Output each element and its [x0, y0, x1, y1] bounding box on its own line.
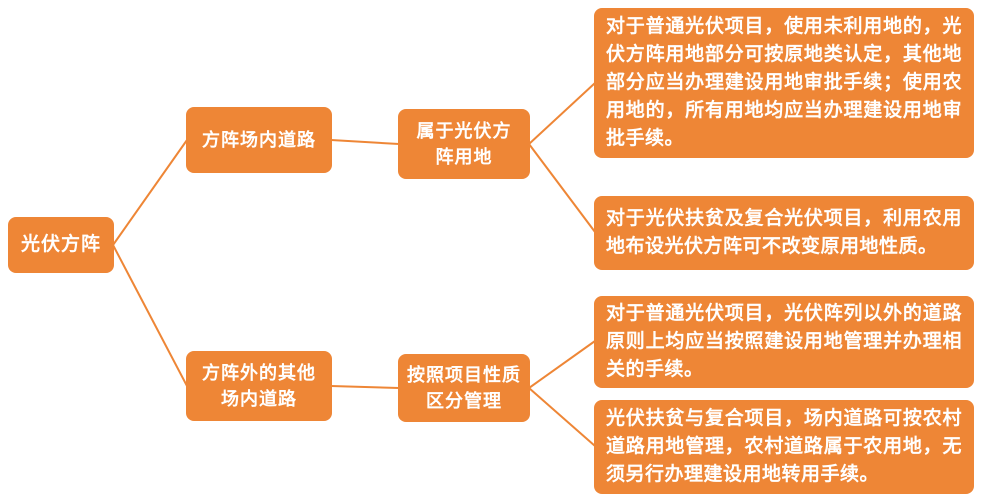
leaf-poverty-alleviation-pv-land: 对于光伏扶贫及复合光伏项目，利用农用地布设光伏方阵可不改变原用地性质。	[594, 196, 974, 270]
connector-line	[330, 139, 400, 145]
connector-line	[330, 385, 400, 389]
leaf-rural-road-land-management: 光伏扶贫与复合项目，场内道路可按农村道路用地管理，农村道路属于农用地，无须另行办…	[594, 400, 974, 494]
leaf-ordinary-pv-land-approval: 对于普通光伏项目，使用未利用地的，光伏方阵用地部分可按原地类认定，其他地部分应当…	[594, 8, 974, 158]
connector-line	[528, 143, 596, 233]
connector-line	[112, 139, 188, 246]
connector-line	[528, 340, 596, 389]
node-root-pv-array: 光伏方阵	[8, 217, 114, 273]
leaf-text: 对于普通光伏项目，光伏阵列以外的道路原则上均应当按照建设用地管理并办理相关的手续…	[606, 303, 962, 380]
connector-line	[528, 387, 596, 447]
leaf-ordinary-pv-roads-management: 对于普通光伏项目，光伏阵列以外的道路原则上均应当按照建设用地管理并办理相关的手续…	[594, 296, 974, 388]
leaf-text: 对于普通光伏项目，使用未利用地的，光伏方阵用地部分可按原地类认定，其他地部分应当…	[606, 16, 962, 149]
node-roads-inside-array: 方阵场内道路	[186, 107, 332, 173]
node-other-site-roads: 方阵外的其他 场内道路	[186, 351, 332, 421]
node-belongs-to-pv-array-land: 属于光伏方 阵用地	[398, 109, 530, 179]
leaf-text: 光伏扶贫与复合项目，场内道路可按农村道路用地管理，农村道路属于农用地，无须另行办…	[606, 408, 962, 485]
leaf-text: 对于光伏扶贫及复合光伏项目，利用农用地布设光伏方阵可不改变原用地性质。	[606, 208, 962, 257]
connector-line	[528, 82, 596, 145]
connector-line	[112, 244, 188, 387]
node-manage-by-project-type: 按照项目性质 区分管理	[398, 354, 530, 422]
